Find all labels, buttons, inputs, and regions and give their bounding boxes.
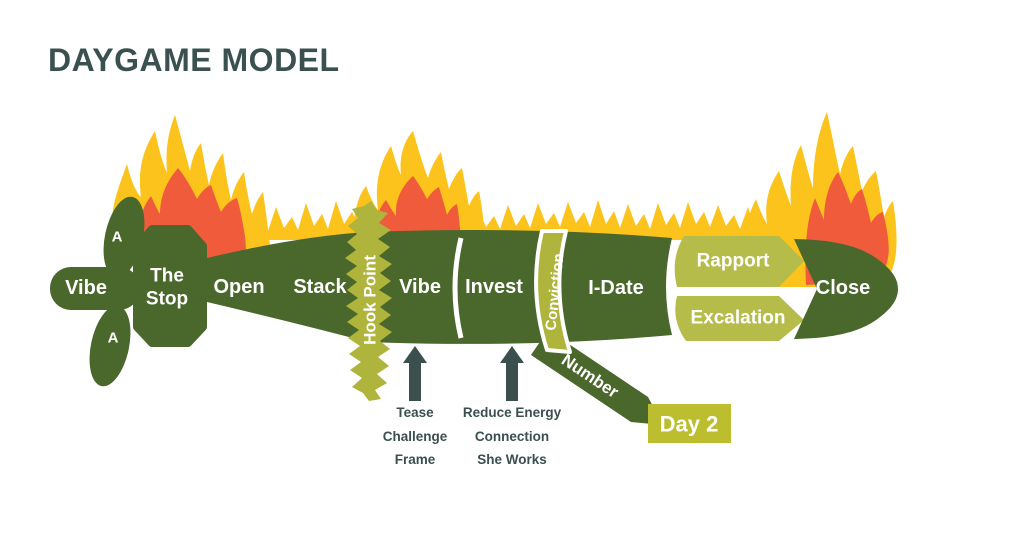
excalation-label: Excalation (690, 308, 785, 329)
vibe-arrow-head (403, 346, 427, 363)
tail-vibe-label: Vibe (65, 277, 107, 299)
rapport-label: Rapport (697, 251, 771, 272)
segment-hook-point-band (345, 201, 392, 401)
segment-the-stop (133, 225, 207, 347)
page-title: DAYGAME MODEL (48, 42, 340, 78)
close-label: Close (816, 277, 870, 299)
vibe-mid-label: Vibe (399, 276, 441, 298)
day2-label: Day 2 (660, 412, 719, 437)
vibe-note-2: Challenge (383, 429, 448, 444)
the-stop-label-line2: Stop (146, 289, 188, 310)
tail-vibe-pill (50, 267, 140, 310)
vibe-arrow-icon (403, 346, 427, 401)
invest-note-2: Connection (475, 429, 549, 444)
vibe-note-3: Frame (395, 452, 436, 467)
day2-box (648, 404, 731, 443)
divider-vibe-invest (452, 237, 464, 339)
invest-label: Invest (465, 276, 523, 298)
the-stop-label-line1: The (150, 266, 184, 287)
invest-note-1: Reduce Energy (463, 405, 562, 420)
number-ribbon (531, 330, 663, 425)
segment-close-nose (794, 239, 898, 339)
invest-arrow-icon (500, 346, 524, 401)
segment-excalation-chevron (675, 296, 804, 341)
segment-rapport-chevron (674, 236, 804, 287)
i-date-label: I-Date (588, 277, 644, 299)
invest-arrow-stem (506, 362, 518, 401)
propeller-top-label: A (112, 229, 123, 246)
propeller-bottom-label: A (108, 330, 119, 347)
stack-label: Stack (293, 276, 347, 298)
vibe-note-1: Tease (396, 405, 434, 420)
vibe-arrow-stem (409, 362, 421, 401)
segment-conviction-band (534, 229, 572, 354)
propeller-blade-bottom (89, 305, 131, 387)
open-label: Open (213, 276, 264, 298)
hook-point-label: Hook Point (361, 255, 380, 345)
invest-arrow-head (500, 346, 524, 363)
invest-note-3: She Works (477, 452, 547, 467)
